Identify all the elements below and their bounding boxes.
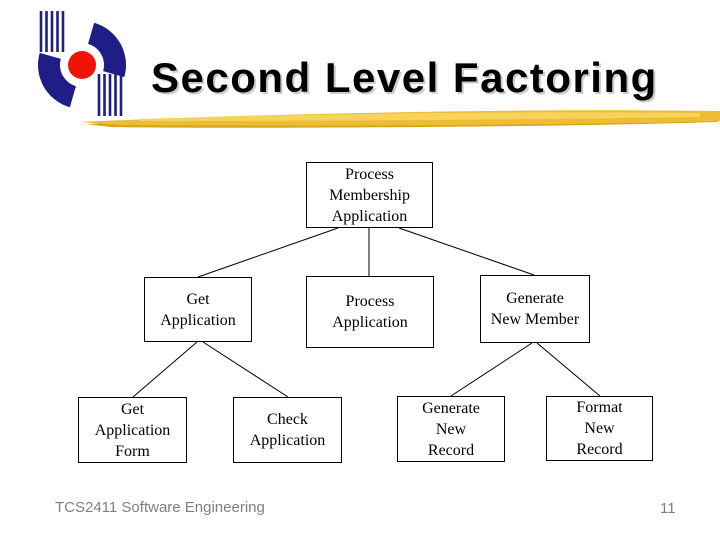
node-check-application: Check Application bbox=[233, 397, 342, 463]
logo-hooks bbox=[38, 22, 126, 108]
node-label: Get Application Form bbox=[94, 400, 171, 460]
node-label: Generate New Record bbox=[422, 399, 480, 459]
slide-title: Second Level Factoring bbox=[151, 54, 658, 101]
node-label: Format New Record bbox=[576, 399, 623, 458]
node-process-membership-application: Process Membership Application bbox=[306, 162, 433, 228]
node-label: Get Application bbox=[160, 290, 236, 329]
title-underline-brush bbox=[80, 110, 720, 128]
edge-generate-new-member-to-format-new-record bbox=[536, 342, 601, 397]
node-label: Process Membership Application bbox=[329, 165, 410, 225]
logo-red-dot bbox=[68, 51, 96, 79]
node-format-new-record: Format New Record bbox=[546, 396, 653, 461]
logo-comb-bottom-right bbox=[97, 74, 123, 116]
node-label: Check Application bbox=[249, 411, 326, 449]
edge-get-application-to-check-application bbox=[202, 341, 289, 398]
node-label: Process Application bbox=[332, 293, 408, 331]
node-get-application-form: Get Application Form bbox=[78, 397, 187, 463]
node-generate-new-member: Generate New Member bbox=[480, 275, 590, 343]
slide-page-number: 11 bbox=[660, 500, 676, 517]
edge-generate-new-member-to-generate-new-record bbox=[450, 342, 533, 397]
node-get-application: Get Application bbox=[144, 277, 252, 342]
edge-root-to-generate-new-member bbox=[398, 227, 535, 276]
edge-root-to-get-application bbox=[197, 227, 339, 278]
node-process-application: Process Application bbox=[306, 276, 434, 348]
node-label: Generate New Member bbox=[490, 290, 580, 328]
edge-get-application-to-get-application-form bbox=[132, 341, 198, 398]
node-generate-new-record: Generate New Record bbox=[397, 396, 505, 462]
brush-stroke-light bbox=[140, 112, 700, 121]
footer-course-label: TCS2411 Software Engineering bbox=[55, 499, 265, 516]
university-logo bbox=[38, 11, 126, 116]
logo-comb-top-left bbox=[39, 11, 65, 52]
